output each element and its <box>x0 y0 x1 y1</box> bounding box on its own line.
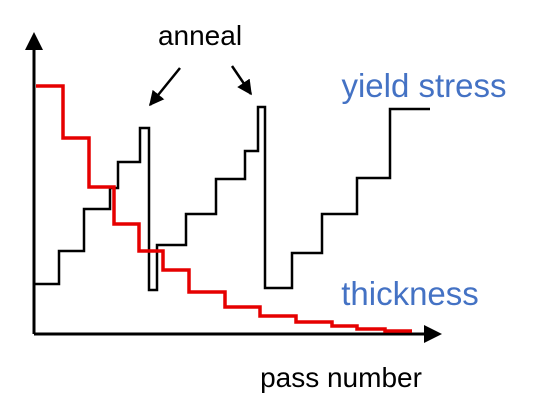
yield-stress-label: yield stress <box>341 67 506 104</box>
y-axis-arrow-icon <box>25 32 43 50</box>
anneal-arrow-left-icon <box>149 67 181 107</box>
x-axis-arrow-icon <box>424 325 442 343</box>
anneal-arrow-right-icon <box>230 65 253 96</box>
thickness-curve <box>36 84 412 333</box>
yield-stress-curve <box>34 105 430 292</box>
x-axis-label: pass number <box>260 362 422 393</box>
thickness-label: thickness <box>341 275 479 312</box>
anneal-label: anneal <box>158 20 242 51</box>
